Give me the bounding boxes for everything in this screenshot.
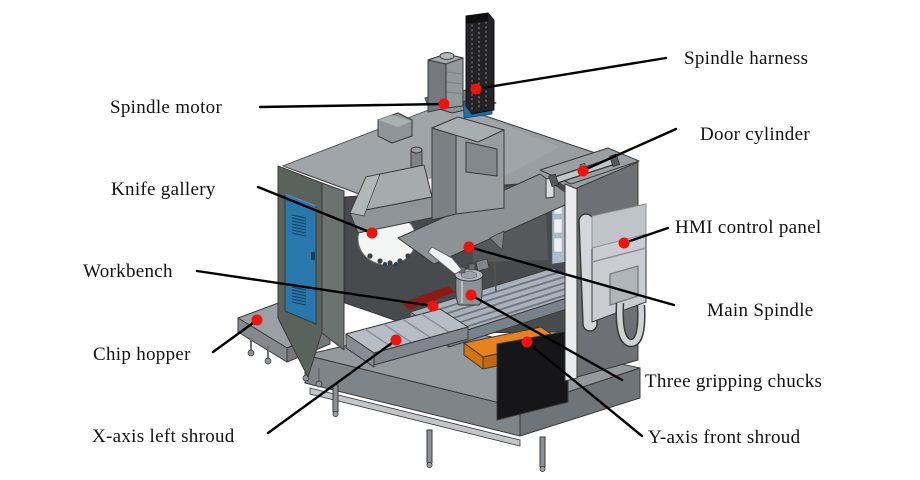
machine-leg: [332, 384, 339, 413]
callout-dot: [251, 314, 263, 326]
base-right-face: [519, 367, 641, 437]
callout-dot: [427, 300, 439, 312]
roof-pipe-cap: [410, 146, 423, 154]
callout-dot: [366, 227, 378, 239]
callout-door-cylinder: [577, 127, 678, 177]
label-hmi-control-panel: HMI control panel: [675, 217, 822, 238]
callout-dot: [438, 98, 450, 110]
machine-leg: [426, 429, 433, 464]
callout-dot: [577, 165, 589, 177]
machine-leg: [539, 436, 546, 468]
chain-links: [471, 17, 487, 110]
hmi-handle-bar: [579, 214, 597, 331]
base-rail: [309, 387, 521, 447]
label-y-axis-front-shroud: Y-axis front shroud: [648, 427, 801, 448]
interior-window-pane: [553, 218, 563, 234]
label-chip-hopper: Chip hopper: [93, 344, 191, 365]
door-handle: [311, 252, 315, 260]
hood-facet: [349, 173, 381, 217]
label-main-spindle: Main Spindle: [707, 300, 814, 321]
callout-dot: [390, 334, 402, 346]
callouts: [195, 56, 678, 438]
callout-main-spindle: [463, 241, 676, 307]
door-top-highlight: [284, 193, 317, 207]
callout-knife-gallery: [256, 185, 378, 239]
callout-spindle-motor: [258, 98, 450, 110]
plate-notch: [489, 230, 505, 251]
orange-shroud-left: [463, 342, 484, 370]
probe-rod: [493, 251, 497, 293]
column-recess: [465, 141, 498, 177]
column-top-face: [431, 116, 505, 143]
callout-dot: [470, 83, 482, 95]
hmi-lower-hook-fill: [616, 302, 645, 346]
label-x-axis-left-shroud: X-axis left shroud: [92, 426, 235, 447]
workbench-t-slots: [416, 271, 589, 335]
tool-bits: [367, 253, 411, 266]
label-workbench: Workbench: [83, 261, 173, 282]
leg-foot: [332, 411, 339, 417]
label-spindle-motor: Spindle motor: [110, 97, 222, 118]
label-knife-gallery: Knife gallery: [111, 179, 216, 200]
interior-window-pane: [553, 237, 563, 253]
left-cabinet: [277, 165, 345, 378]
labels: Spindle harness Spindle motor Door cylin…: [83, 48, 822, 448]
motor-cap: [439, 52, 455, 60]
x-axis-bellows: [345, 308, 469, 368]
callout-dot: [465, 289, 477, 301]
bellows-left-face: [345, 333, 375, 368]
chuck-clamp: [475, 258, 490, 272]
callout-spindle-harness: [470, 56, 668, 95]
motor-ribs: [446, 71, 464, 95]
chuck-jaw: [468, 263, 476, 271]
chain-top-cap: [466, 13, 488, 24]
label-spindle-harness: Spindle harness: [684, 48, 808, 69]
callout-x-axis-left-shroud: [266, 334, 402, 435]
callout-chip-hopper: [211, 314, 263, 354]
callout-workbench: [195, 269, 439, 312]
callout-dot: [463, 241, 475, 253]
bellows-front-face: [373, 326, 469, 366]
cable-chain: [465, 12, 495, 115]
chain-body: [465, 12, 495, 115]
roof-step-block-top: [378, 115, 412, 127]
cabinet-front-strip: [321, 182, 345, 351]
hmi-divider: [591, 247, 647, 263]
callout-y-axis-front-shroud: [521, 336, 644, 438]
door-louvers-top: [291, 214, 307, 237]
callout-dot: [618, 237, 630, 249]
hmi-panel: [578, 203, 647, 348]
label-three-gripping-chucks: Three gripping chucks: [645, 371, 822, 392]
callout-dot: [521, 336, 533, 348]
cylinder-end-bracket: [548, 173, 560, 188]
tower-edge-strip: [564, 183, 578, 382]
spindle-arm: [427, 246, 463, 275]
hmi-screen-section: [591, 203, 647, 249]
knife-gallery-hood: [349, 164, 441, 234]
callout-three-gripping-chucks: [465, 289, 624, 382]
machine-illustration: [237, 12, 647, 472]
leg-foot: [539, 466, 546, 472]
callout-hmi-control-panel: [618, 226, 670, 249]
leg-foot: [426, 462, 433, 468]
y-axis-front-shroud: [463, 326, 569, 421]
label-door-cylinder: Door cylinder: [700, 124, 810, 145]
